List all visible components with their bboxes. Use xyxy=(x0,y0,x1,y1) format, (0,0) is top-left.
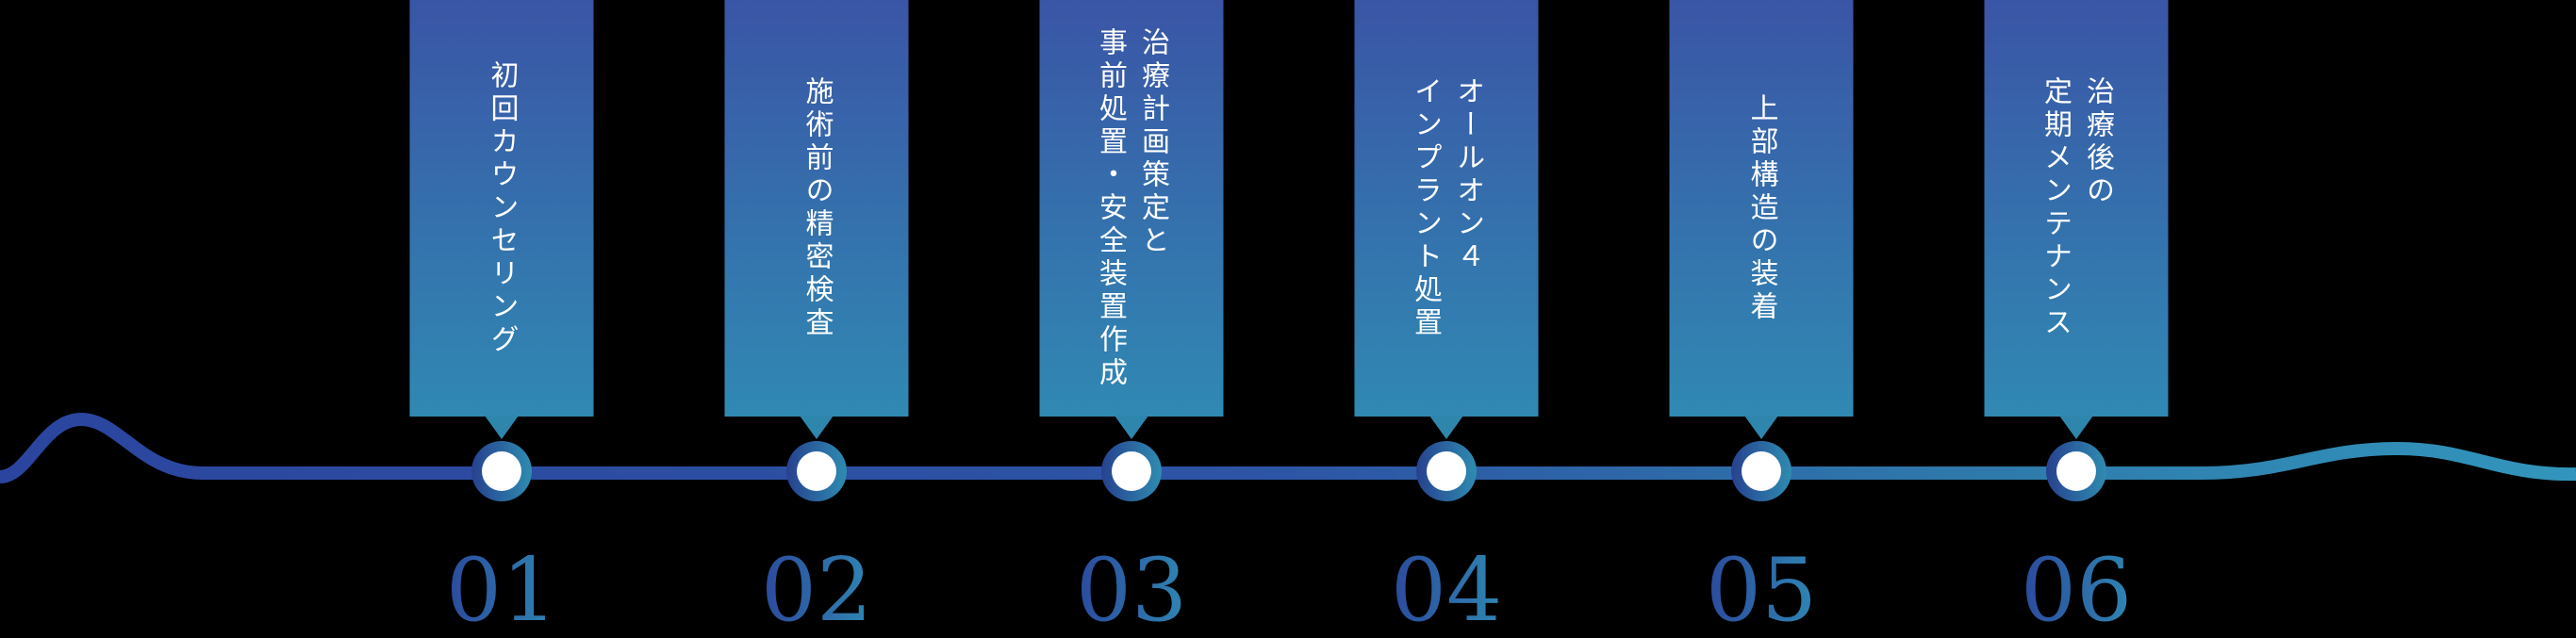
timeline-node xyxy=(471,441,532,501)
step-banner: オールオン４ インプラント処置 xyxy=(1354,0,1539,417)
step-label: 治療計画策定と 事前処置・安全装置作成 xyxy=(1095,26,1168,390)
node-dot-icon xyxy=(1112,451,1151,491)
step-number: 05 xyxy=(1705,539,1818,638)
step-number: 04 xyxy=(1390,539,1503,638)
step-label: オールオン４ インプラント処置 xyxy=(1410,76,1483,340)
node-dot-icon xyxy=(797,451,836,491)
step-banner: 治療後の 定期メンテナンス xyxy=(1984,0,2169,417)
node-dot-icon xyxy=(1427,451,1466,491)
timeline-path xyxy=(0,412,2576,483)
step-number: 02 xyxy=(760,539,873,638)
step-banner: 治療計画策定と 事前処置・安全装置作成 xyxy=(1039,0,1224,417)
step-label: 施術前の精密検査 xyxy=(801,76,833,340)
step-number: 01 xyxy=(445,539,558,638)
timeline-node xyxy=(1101,441,1162,501)
node-dot-icon xyxy=(2056,451,2096,491)
step-banner: 初回カウンセリング xyxy=(409,0,594,417)
timeline-node xyxy=(786,441,847,501)
node-dot-icon xyxy=(1742,451,1781,491)
step-label: 治療後の 定期メンテナンス xyxy=(2039,76,2113,340)
node-dot-icon xyxy=(482,451,521,491)
step-banner: 施術前の精密検査 xyxy=(724,0,909,417)
step-label: 初回カウンセリング xyxy=(486,59,518,357)
step-label: 上部構造の装着 xyxy=(1745,92,1777,324)
timeline-node xyxy=(2046,441,2106,501)
step-number: 03 xyxy=(1075,539,1188,638)
timeline-node xyxy=(1731,441,1792,501)
step-banner: 上部構造の装着 xyxy=(1669,0,1854,417)
timeline-node xyxy=(1416,441,1477,501)
step-number: 06 xyxy=(2020,539,2133,638)
